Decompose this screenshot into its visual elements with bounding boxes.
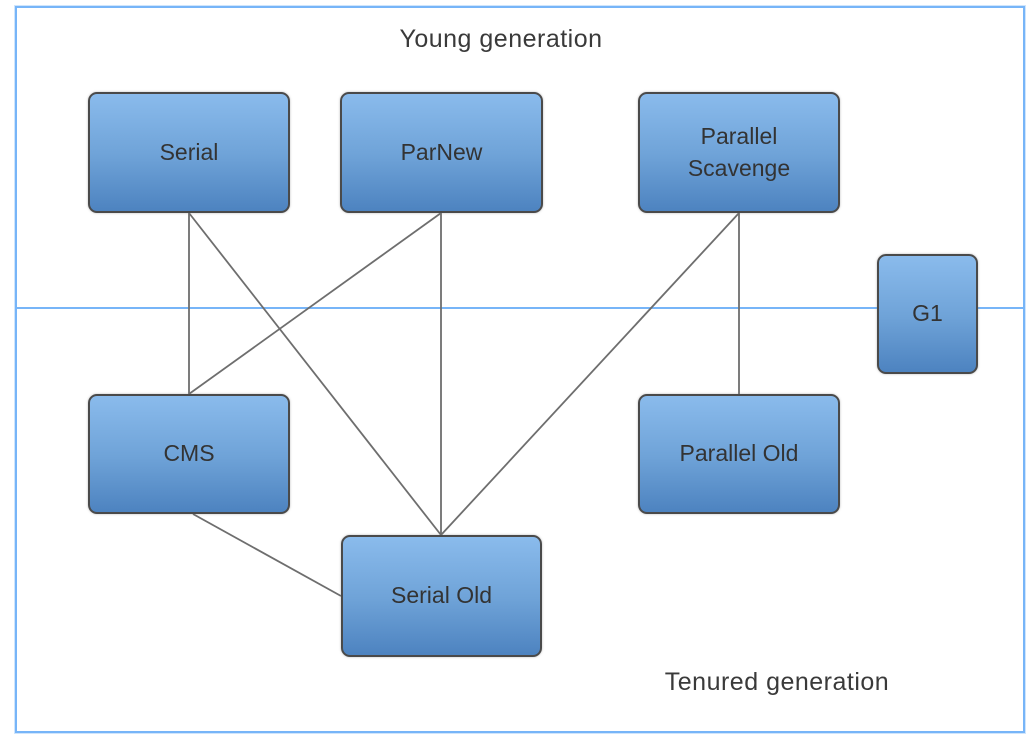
edge-serial-serialold [188, 212, 442, 536]
node-serial-old: Serial Old [341, 535, 542, 657]
node-parallel-scavenge-label: Parallel Scavenge [687, 123, 791, 181]
node-cms-label: CMS [163, 440, 215, 467]
edge-group [188, 212, 740, 597]
node-parnew: ParNew [340, 92, 543, 213]
tenured-generation-label: Tenured generation [664, 668, 890, 696]
node-g1: G1 [877, 254, 978, 374]
node-cms: CMS [88, 394, 290, 514]
young-generation-label: Young generation [399, 25, 603, 53]
node-g1-label: G1 [912, 300, 943, 327]
node-parallel-old: Parallel Old [638, 394, 840, 514]
edge-parallelscavenge-serialold [440, 212, 740, 536]
node-serial-label: Serial [159, 138, 219, 165]
node-serial-old-label: Serial Old [391, 582, 492, 609]
node-serial: Serial [88, 92, 290, 213]
edge-parnew-cms [188, 212, 442, 395]
node-parallel-old-label: Parallel Old [679, 440, 799, 467]
node-parallel-scavenge: Parallel Scavenge [638, 92, 840, 213]
node-parnew-label: ParNew [400, 138, 483, 165]
edge-cms-serialold [192, 513, 342, 597]
diagram-outer-frame [15, 6, 1025, 733]
